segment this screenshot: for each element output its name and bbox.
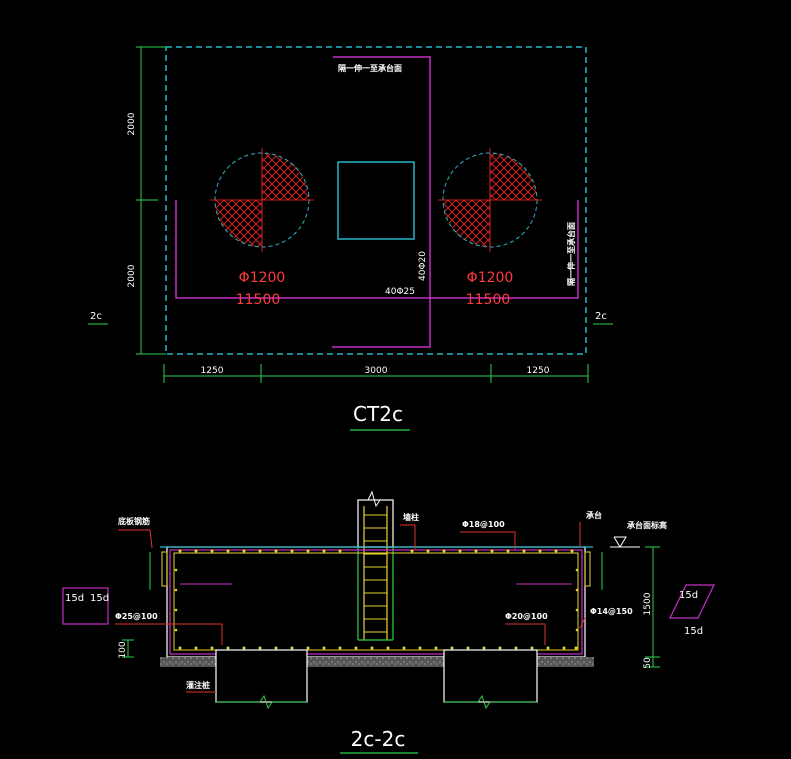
plan-view: 2000 2000 1250 3000 1250: [88, 46, 613, 431]
section-mark-right: 2c: [595, 311, 607, 322]
label-top-rebar: Φ18@100: [462, 520, 505, 529]
label-cap: 承台: [586, 510, 602, 520]
dim-left-bottom: 2000: [127, 264, 137, 287]
lap-right-a: 15d: [679, 590, 698, 601]
label-right-bar: Φ20@100: [505, 612, 548, 621]
bottom-rebar-dots: [178, 646, 578, 650]
lap-box-right: [669, 584, 715, 619]
lap-left-a: 15d: [65, 593, 84, 604]
gravel-bedding: [160, 657, 594, 667]
dim-bottom-right: 1250: [527, 366, 550, 376]
section-view: 底板钢筋 墙柱 Φ18@100 承台 承台面标高 Φ25@100 Φ20@100…: [62, 490, 715, 754]
label-left-bar: Φ25@100: [115, 612, 158, 621]
lap-box-left: [62, 587, 109, 625]
label-bottom-rebar: 底板钢筋: [117, 516, 150, 526]
top-rebar-dots: [178, 549, 574, 553]
dim-height: 1500: [643, 592, 653, 615]
dim-bottom-mid: 3000: [365, 366, 388, 376]
rebar-vertical-line: [332, 56, 431, 348]
pile-right-section: [443, 649, 538, 703]
pile-left-len: 11500: [236, 292, 281, 308]
plan-title: CT2c: [353, 402, 403, 426]
label-wall: 墙柱: [403, 512, 419, 522]
pile-right-len: 11500: [466, 292, 511, 308]
cap-outline: [165, 46, 587, 355]
note-top: 隔一伸一至承台面: [338, 63, 402, 73]
dim-cover: 100: [118, 641, 128, 658]
note-side: 隔一伸一至承台面: [566, 222, 576, 286]
label-side-bar: Φ14@150: [590, 607, 633, 616]
column-box: [337, 161, 415, 240]
section-mark-left: 2c: [90, 311, 102, 322]
lap-left-b: 15d: [90, 593, 109, 604]
dim-bottom-left: 1250: [201, 366, 224, 376]
pile-left-dia: Φ1200: [239, 270, 286, 286]
label-elevation: 承台面标高: [627, 520, 667, 530]
lap-right-b: 15d: [684, 626, 703, 637]
rebar-vertical-label: 40Φ20: [418, 251, 428, 281]
pile-right-dia: Φ1200: [467, 270, 514, 286]
rebar-bottom-line: [175, 200, 579, 299]
dim-cover-right: 50: [643, 657, 653, 669]
rebar-bottom-label: 40Φ25: [385, 287, 415, 297]
section-title: 2c-2c: [351, 727, 406, 751]
dim-left-top: 2000: [127, 112, 137, 135]
pile-left: [210, 148, 314, 252]
label-pile: 灌注桩: [186, 680, 210, 690]
pile-right: [438, 148, 542, 252]
pile-left-section: [215, 649, 308, 703]
